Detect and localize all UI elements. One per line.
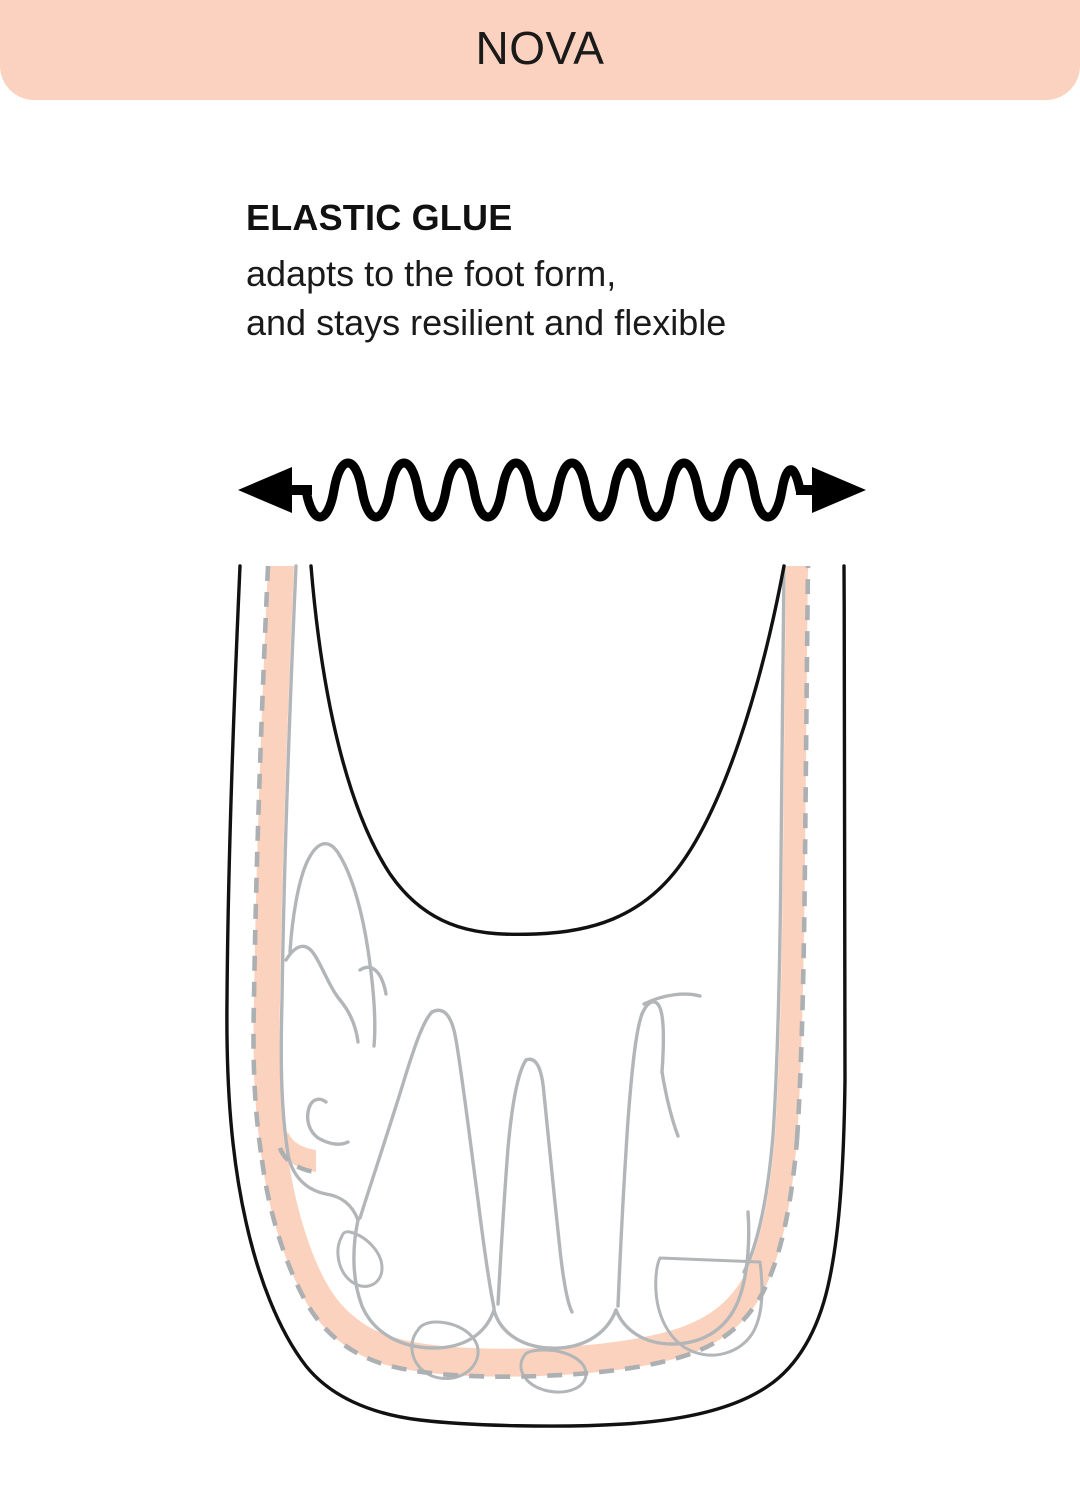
shoe-outline	[225, 564, 848, 1428]
caption-line-1: adapts to the foot form,	[246, 252, 617, 294]
header-band: NOVA	[0, 0, 1080, 100]
shoe-outline-group	[225, 564, 848, 1428]
toe-crease-4b	[430, 1008, 496, 1310]
foot-ball-left	[286, 1152, 360, 1222]
instep-line-d	[338, 854, 377, 1048]
toe-crease-2c	[642, 992, 702, 1006]
arrowhead-left-icon	[238, 467, 292, 513]
stretch-spring-arrow-icon	[238, 458, 866, 522]
instep-line-c	[288, 842, 342, 954]
shoe-opening-curve	[309, 564, 786, 937]
page-title: NOVA	[475, 22, 605, 74]
glue-band	[253, 566, 808, 1377]
toe-4-outline	[352, 1218, 496, 1350]
toe-crease-2b	[640, 1000, 666, 1074]
instep-line-a	[284, 944, 342, 1002]
toenail-3	[519, 1348, 588, 1394]
toe-crease-2	[616, 1012, 644, 1308]
foot-outline-group	[279, 564, 786, 1350]
glue-band-notch-left	[280, 1132, 316, 1172]
toe-3-outline	[492, 1308, 618, 1350]
foot-edge-right	[742, 564, 786, 1274]
caption-heading: ELASTIC GLUE	[246, 197, 513, 238]
toenail-1-big-toe	[654, 1256, 764, 1357]
instep-line-e	[358, 965, 388, 996]
toenails-group	[336, 1230, 764, 1394]
toe-crease-2d	[660, 1070, 680, 1138]
glue-edge-bottom	[259, 1139, 800, 1379]
toe-crease-4	[358, 1010, 434, 1220]
arrowhead-right-icon	[812, 467, 866, 513]
foot-edge-left	[279, 564, 298, 1156]
glue-edge-notch	[277, 1147, 317, 1175]
caption-line-2: and stays resilient and flexible	[246, 301, 727, 343]
toe-5-base	[320, 1138, 350, 1146]
caption-block: ELASTIC GLUE adapts to the foot form, an…	[246, 198, 1006, 348]
toe-5-tip	[305, 1097, 328, 1142]
glue-edge-left-upper	[251, 565, 271, 1161]
glue-edge-right-upper	[794, 565, 811, 1141]
instep-line-b	[338, 998, 360, 1044]
toe-1-big-toe-outline	[614, 1210, 751, 1346]
toenail-5	[336, 1230, 384, 1288]
spring-wave	[301, 458, 805, 522]
toe-crease-3b	[524, 1057, 574, 1314]
glue-outer-edge-dashed	[251, 565, 811, 1379]
toe-crease-3	[496, 1058, 528, 1306]
toenail-4	[410, 1320, 480, 1381]
